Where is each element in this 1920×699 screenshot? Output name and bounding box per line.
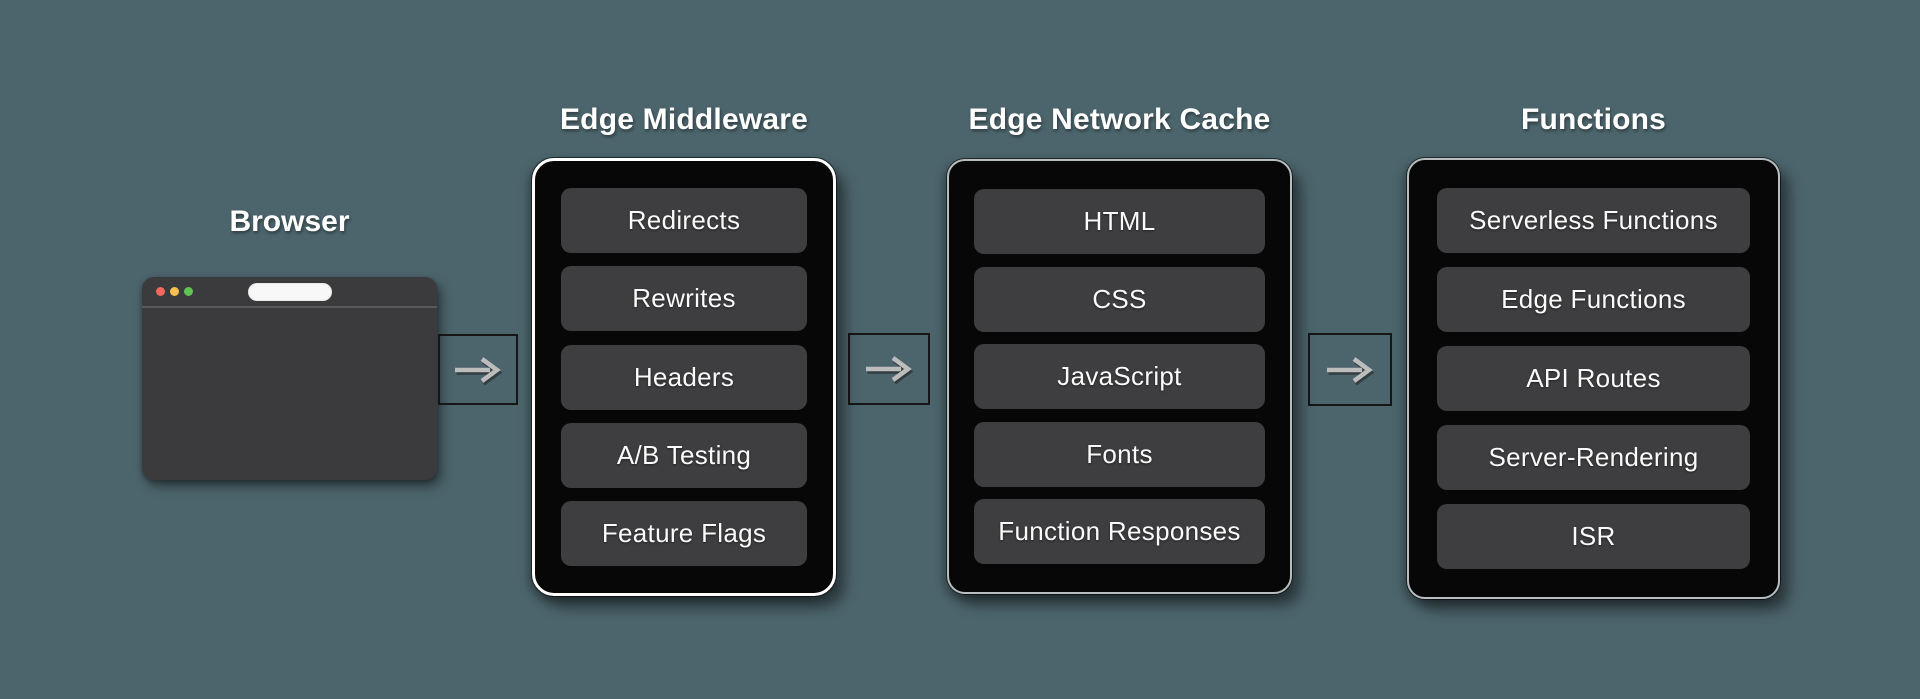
pill-item: Feature Flags: [561, 501, 807, 566]
pill-item: A/B Testing: [561, 422, 807, 488]
browser-title: Browser: [229, 205, 350, 238]
pill-item: CSS: [974, 266, 1265, 332]
browser-toolbar: [142, 277, 437, 308]
flow-connector-middleware-to-cache: [848, 333, 930, 405]
panel-title-edge-network-cache: Edge Network Cache: [968, 103, 1271, 136]
pill-item: Function Responses: [974, 499, 1265, 564]
pill-item: Rewrites: [561, 266, 807, 332]
panel-edge-middleware: Redirects Rewrites Headers A/B Testing F…: [532, 158, 836, 596]
browser-window: [142, 277, 437, 480]
panel-title-edge-middleware: Edge Middleware: [559, 103, 809, 136]
flow-connector-browser-to-middleware: [438, 334, 518, 405]
pill-item: Server-Rendering: [1437, 425, 1750, 490]
pill-item: JavaScript: [974, 344, 1265, 409]
browser-viewport: [142, 308, 437, 478]
arrow-right-icon: [866, 356, 914, 385]
pill-item: HTML: [974, 189, 1265, 254]
traffic-light-zoom-icon: [184, 287, 193, 296]
pill-item: ISR: [1437, 504, 1750, 569]
pill-item: Redirects: [561, 188, 807, 253]
pill-item: API Routes: [1437, 346, 1750, 411]
arrow-right-icon: [1327, 356, 1375, 385]
arrow-right-icon: [455, 356, 503, 385]
pill-item: Edge Functions: [1437, 267, 1750, 332]
address-bar: [247, 283, 332, 301]
panel-title-functions: Functions: [1520, 103, 1667, 136]
traffic-light-minimize-icon: [170, 287, 179, 296]
flow-connector-cache-to-functions: [1308, 333, 1392, 406]
pill-item: Serverless Functions: [1437, 188, 1750, 253]
pill-item: Fonts: [974, 421, 1265, 487]
panel-edge-network-cache: HTML CSS JavaScript Fonts Function Respo…: [947, 159, 1292, 594]
pill-item: Headers: [561, 344, 807, 410]
panel-functions: Serverless Functions Edge Functions API …: [1407, 158, 1780, 599]
traffic-light-close-icon: [156, 287, 165, 296]
